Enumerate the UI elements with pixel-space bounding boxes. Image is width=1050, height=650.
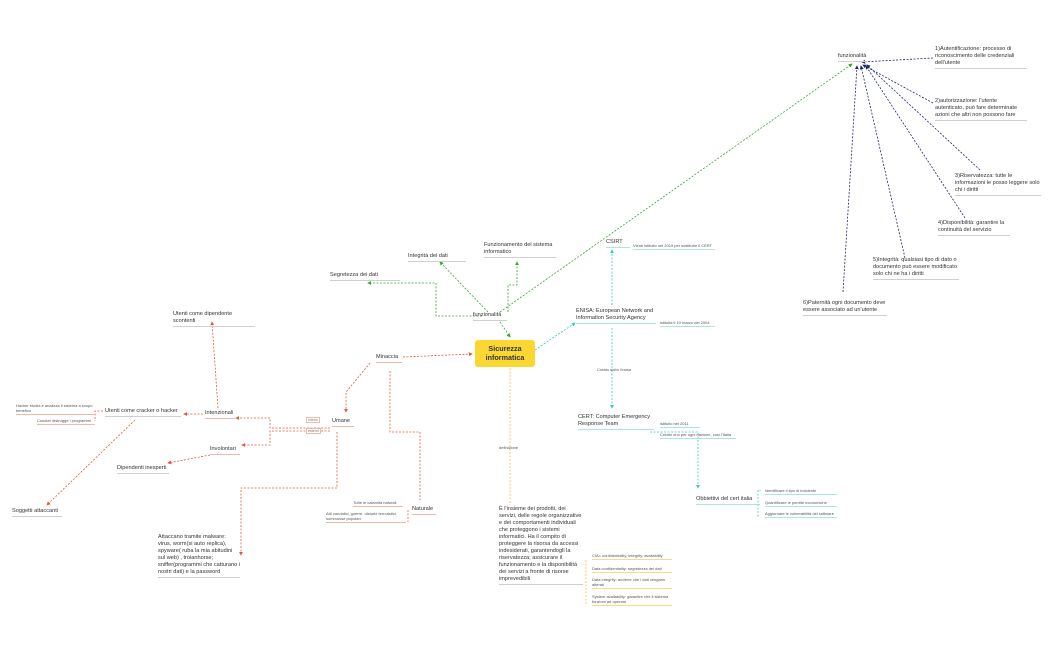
edge-autorizz bbox=[862, 64, 934, 104]
edge-patern bbox=[842, 65, 859, 293]
node-riservatezza[interactable]: 3)Riservatezza: tutte le informazioni le… bbox=[955, 173, 1041, 196]
obiettivo-quantificare[interactable]: Quantificare le perdite economiche bbox=[765, 500, 837, 507]
node-csirt[interactable]: CSIRT bbox=[606, 239, 630, 248]
node-obiettivi-cert[interactable]: Obbiettivi del cert italia bbox=[696, 496, 760, 505]
edge-funz-funzsist bbox=[507, 261, 519, 312]
edge-cert-obiettivi bbox=[650, 431, 700, 489]
node-soggetti-attaccanti[interactable]: Soggetti attaccanti bbox=[12, 508, 62, 517]
note-csirt: Viene istituito nel 2019 per sostituire … bbox=[633, 243, 715, 250]
note-cracker: Cracker distrugge i programmi bbox=[37, 418, 95, 425]
node-attaccano-malware[interactable]: Attaccano tramite malware: virus, worm(s… bbox=[158, 534, 240, 578]
label-creato-sotto-enisa: Creato sotto l'enisa bbox=[597, 367, 632, 372]
node-intenzionali[interactable]: Intenzionali bbox=[205, 410, 235, 419]
label-definizione: definizione bbox=[499, 445, 519, 450]
note-integrity: Data integrity: avviene che i dati venga… bbox=[592, 577, 672, 589]
node-enisa[interactable]: ENISA: European Network and Information … bbox=[576, 308, 656, 324]
note-availability: System availability: garantire che il si… bbox=[592, 594, 672, 606]
edge-minaccia-naturale bbox=[389, 371, 421, 500]
note-hacker: Hacker studia e analizza il sistema a sc… bbox=[16, 403, 96, 415]
node-segretezza[interactable]: Segretezza dei dati bbox=[330, 272, 400, 281]
central-topic-label: Sicurezza informatica bbox=[485, 344, 525, 362]
edge-invol-inesperti bbox=[167, 454, 211, 465]
edge-intenz-scontenti bbox=[210, 321, 219, 409]
node-funzionalita-mid[interactable]: funzionalità bbox=[473, 312, 507, 321]
edge-funz-central bbox=[499, 321, 511, 338]
node-umane[interactable]: Umane bbox=[332, 418, 354, 427]
note-cert-2011: istituito nel 2011 bbox=[660, 421, 700, 428]
edge-umane-attaccano bbox=[239, 432, 338, 556]
node-autorizzazione[interactable]: 2)autorizzazione: l'utente autenticato, … bbox=[935, 98, 1027, 121]
note-enisa: istituita il 10 marzo del 2004 bbox=[660, 320, 715, 327]
edge-integr bbox=[859, 65, 906, 259]
edge-auth bbox=[861, 57, 934, 64]
edge-cracker-soggetti bbox=[46, 419, 136, 506]
node-naturale[interactable]: Naturale bbox=[412, 506, 436, 515]
node-paternita[interactable]: 6)Paternità ogni documento deve essere a… bbox=[803, 300, 887, 316]
edge-funz-integrita bbox=[439, 261, 489, 313]
edge-disp bbox=[865, 65, 966, 219]
node-cracker-hacker[interactable]: Utenti come cracker o hacker bbox=[105, 408, 181, 417]
node-funzionamento-sistema[interactable]: Funzionamento del sistema informatico bbox=[484, 242, 556, 258]
node-dipendenti-inesperti[interactable]: Dipendenti inesperti bbox=[117, 465, 169, 474]
edge-cracker-notes bbox=[94, 410, 103, 421]
node-autentificazione[interactable]: 1)Autentificazione: processo di riconosc… bbox=[935, 46, 1027, 69]
edge-minaccia-central bbox=[402, 352, 473, 358]
node-minaccia[interactable]: Minaccia bbox=[376, 354, 402, 363]
node-definizione[interactable]: È l'insieme dei prodotti, dei servizi, d… bbox=[499, 506, 583, 585]
central-topic-sicurezza[interactable]: Sicurezza informatica bbox=[475, 340, 535, 367]
note-confidentiality: Data confidentiality: segretezza dei dat… bbox=[592, 566, 672, 573]
obiettivo-aggiornare[interactable]: Aggiornare le vulnerabilità del software bbox=[765, 511, 837, 518]
badge-esterni: esterni bbox=[306, 428, 321, 434]
obiettivo-identificare[interactable]: Identificare il tipo di incidente bbox=[765, 488, 837, 495]
note-cert-nazione: Creato uno per ogni nazione, così l'ital… bbox=[660, 432, 736, 439]
node-cert[interactable]: CERT: Computer Emergency Response Team bbox=[578, 414, 654, 430]
badge-interni: interni bbox=[306, 417, 320, 423]
node-integrita-dati[interactable]: Integrità dei dati bbox=[408, 253, 466, 262]
node-involontari[interactable]: Involontari bbox=[210, 446, 240, 455]
edge-minaccia-umane bbox=[344, 362, 371, 413]
node-funzionalita-top[interactable]: funzionalità bbox=[838, 53, 867, 62]
edge-funz-top bbox=[499, 63, 853, 313]
edge-umane-invol bbox=[241, 430, 330, 447]
note-cia: CIA= confidentiality, integrity, availab… bbox=[592, 553, 672, 560]
edge-funz-segret bbox=[367, 281, 482, 317]
node-disponibilita[interactable]: 4)Disponibilità: garantire la continuità… bbox=[938, 220, 1010, 236]
note-atti-vandalici: Atti vandalici, guerre, disturbi terrori… bbox=[326, 511, 406, 523]
edge-central-enisa bbox=[534, 322, 576, 351]
node-dipendenti-scontenti[interactable]: Utenti come dipendente scontenti bbox=[173, 311, 255, 327]
edge-umane-intenz bbox=[235, 416, 330, 429]
edge-riserv bbox=[866, 64, 981, 171]
node-integrita[interactable]: 5)Integrità: qualsiasi tipo di dato o do… bbox=[873, 257, 959, 280]
note-calamita: Tutte le calamità naturali bbox=[353, 500, 403, 507]
